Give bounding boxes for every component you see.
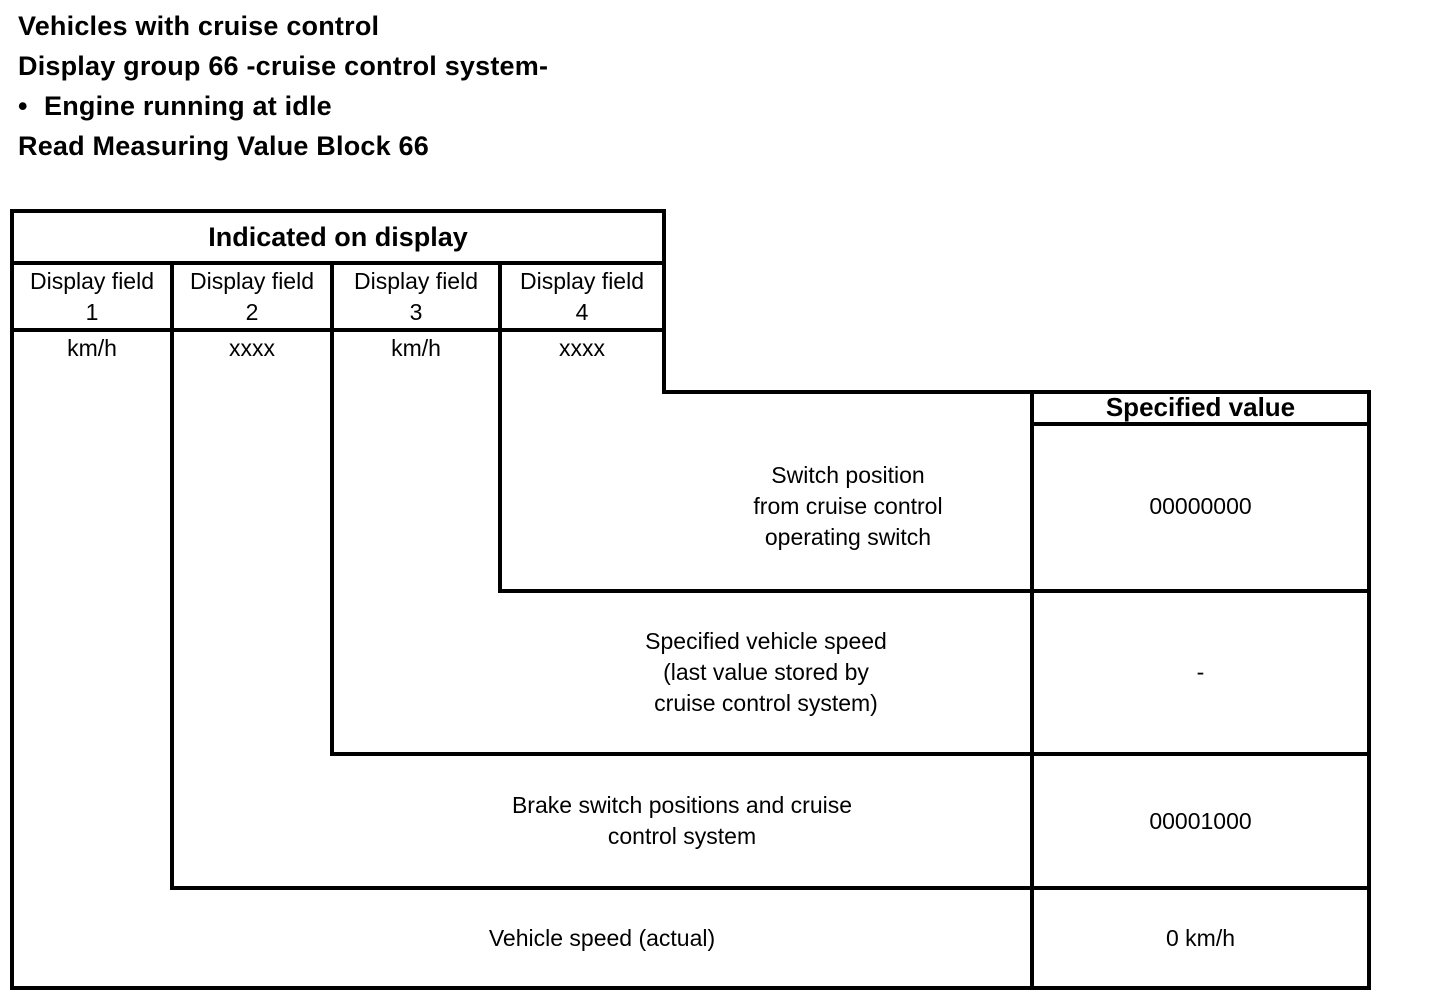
table-line-left-edge <box>10 209 14 990</box>
table-line-step-1 <box>170 886 1371 890</box>
table-line-step-4 <box>662 390 1371 394</box>
display-field-1-header: Display field 1 <box>14 265 170 328</box>
table-line-col3-divider <box>498 261 502 593</box>
display-field-3-unit-label: km/h <box>391 334 441 361</box>
heading-line-4: Read Measuring Value Block 66 <box>18 131 429 161</box>
display-field-1-unit-label: km/h <box>67 334 117 361</box>
table-row: Specified vehicle speed (last value stor… <box>502 593 1030 752</box>
heading-line-1: Vehicles with cruise control <box>18 11 380 41</box>
table-line-step-2 <box>330 752 1371 756</box>
group-header-cell: Indicated on display <box>14 213 662 261</box>
table-line-step-3 <box>498 589 1371 593</box>
table-line-specified-value-divider <box>1030 390 1034 990</box>
row-3-description: Brake switch positions and cruise contro… <box>511 792 853 849</box>
display-field-4-label: Display field 4 <box>520 267 644 325</box>
table-row: Switch position from cruise control oper… <box>666 424 1030 589</box>
table-line-col1-divider <box>170 261 174 890</box>
table-line-col2-divider <box>330 261 334 756</box>
heading-line-3-label: Engine running at idle <box>44 91 332 121</box>
row-1-description: Switch position from cruise control oper… <box>753 462 943 550</box>
row-1-value-cell: 00000000 <box>1034 424 1367 589</box>
heading-block: Vehicles with cruise control Display gro… <box>18 6 838 166</box>
row-2-value-cell: - <box>1034 593 1367 752</box>
display-field-3-unit: km/h <box>334 331 498 365</box>
table-line-under-group-header <box>10 261 666 265</box>
heading-line-3: • Engine running at idle <box>18 86 838 126</box>
table-row: Brake switch positions and cruise contro… <box>334 756 1030 886</box>
bullet-icon: • <box>18 91 28 121</box>
display-field-2-unit-label: xxxx <box>229 334 275 361</box>
table-line-top <box>10 209 666 213</box>
heading-line-2: Display group 66 -cruise control system- <box>18 51 549 81</box>
display-field-1-unit: km/h <box>14 331 170 365</box>
row-2-specified-value: - <box>1196 659 1205 685</box>
table-line-col4-right-edge <box>662 209 666 394</box>
table-line-under-field-names <box>10 328 666 332</box>
display-field-2-unit: xxxx <box>174 331 330 365</box>
table-row: Vehicle speed (actual) <box>174 890 1030 986</box>
table-line-right-edge <box>1367 390 1371 990</box>
display-field-3-label: Display field 3 <box>354 267 478 325</box>
table-line-bottom <box>10 986 1371 990</box>
table-line-under-specified-header <box>1030 422 1371 426</box>
specified-value-header: Specified value <box>1034 392 1367 422</box>
display-field-2-header: Display field 2 <box>174 265 330 328</box>
display-field-2-label: Display field 2 <box>190 267 314 325</box>
row-3-specified-value: 00001000 <box>1149 807 1252 834</box>
specified-value-header-label: Specified value <box>1105 391 1296 422</box>
display-field-4-unit: xxxx <box>502 331 662 365</box>
display-field-1-label: Display field 1 <box>30 267 154 325</box>
group-header-label: Indicated on display <box>208 221 468 252</box>
row-4-value-cell: 0 km/h <box>1034 890 1367 986</box>
row-1-specified-value: 00000000 <box>1149 493 1252 519</box>
row-4-specified-value: 0 km/h <box>1165 924 1236 951</box>
display-field-4-unit-label: xxxx <box>559 334 605 361</box>
row-4-description: Vehicle speed (actual) <box>488 924 716 951</box>
row-2-description: Specified vehicle speed (last value stor… <box>645 628 887 716</box>
display-field-4-header: Display field 4 <box>502 265 662 328</box>
row-3-value-cell: 00001000 <box>1034 756 1367 886</box>
display-field-3-header: Display field 3 <box>334 265 498 328</box>
